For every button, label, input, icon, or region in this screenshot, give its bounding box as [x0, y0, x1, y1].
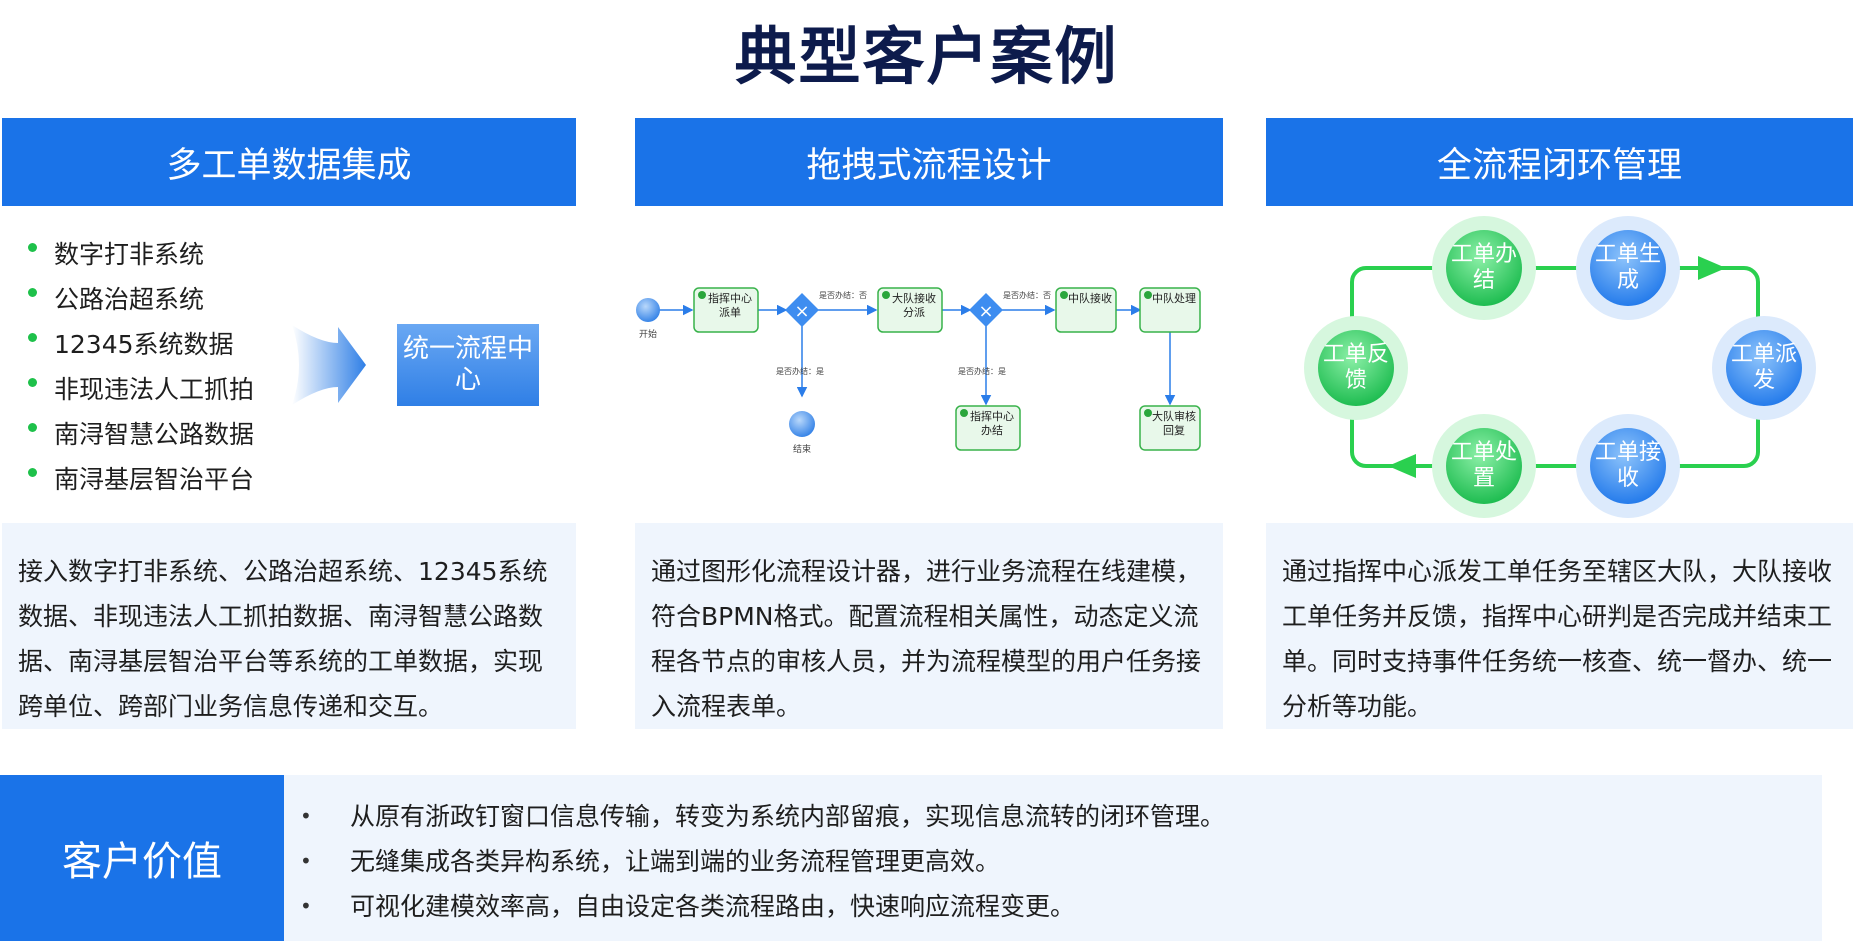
- cycle-node-processed: 工单处置: [1432, 414, 1536, 518]
- list-item: 可视化建模效率高，自由设定各类流程路由，快速响应流程变更。: [300, 884, 1225, 929]
- list-item: 从原有浙政钉窗口信息传输，转变为系统内部留痕，实现信息流转的闭环管理。: [300, 794, 1225, 839]
- arrow-right-icon: [292, 325, 366, 405]
- header-closed-loop: 全流程闭环管理: [1266, 118, 1853, 206]
- task-squad-handle: 中队处理: [1139, 287, 1201, 333]
- edge-label: 是否办结：否: [1003, 290, 1051, 300]
- cycle-node-received: 工单接收: [1576, 414, 1680, 518]
- start-label: 开始: [639, 328, 657, 340]
- task-brigade-receive: 大队接收分派: [877, 287, 943, 333]
- svg-text:×: ×: [794, 301, 809, 322]
- arrow-left-icon: [1388, 454, 1416, 478]
- bpmn-flow-diagram: 开始 结束 × × 指挥中心派单 大队接收分派 中队接收 中队处理 大队审核回复…: [636, 287, 1201, 455]
- list-item: 非现违法人工抓拍: [26, 367, 254, 412]
- task-label: 指挥中心办结: [970, 410, 1014, 437]
- list-item: 数字打非系统: [26, 232, 254, 277]
- list-item: 12345系统数据: [26, 322, 254, 367]
- edge-label: 是否办结：否: [819, 290, 867, 300]
- cycle-node-generated: 工单生成: [1576, 216, 1680, 320]
- cycle-node-handled: 工单办结: [1432, 216, 1536, 320]
- list-item: 南浔基层智治平台: [26, 457, 254, 502]
- task-center-dispatch: 指挥中心派单: [693, 287, 759, 333]
- list-item: 南浔智慧公路数据: [26, 412, 254, 457]
- closed-loop-cycle-diagram: 工单办结 工单生成 工单派发 工单接收 工单处置 工单反馈: [1304, 216, 1816, 518]
- arrow-right-icon: [1698, 256, 1726, 280]
- task-center-close: 指挥中心办结: [955, 405, 1021, 451]
- list-item: 公路治超系统: [26, 277, 254, 322]
- list-item: 无缝集成各类异构系统，让端到端的业务流程管理更高效。: [300, 839, 1225, 884]
- customer-value-list: 从原有浙政钉窗口信息传输，转变为系统内部留痕，实现信息流转的闭环管理。 无缝集成…: [300, 794, 1225, 929]
- task-label: 大队接收分派: [892, 292, 936, 319]
- page-title: 典型客户案例: [734, 20, 1119, 93]
- cycle-loop: [1350, 266, 1760, 468]
- start-event: [636, 298, 660, 322]
- task-label: 中队接收: [1068, 292, 1112, 305]
- task-label: 大队审核回复: [1152, 410, 1196, 437]
- cycle-node-feedback: 工单反馈: [1304, 316, 1408, 420]
- edge-label: 是否办结：是: [776, 366, 824, 376]
- description-flow-design: 通过图形化流程设计器，进行业务流程在线建模，符合BPMN格式。配置流程相关属性，…: [635, 523, 1223, 729]
- svg-text:×: ×: [978, 301, 993, 322]
- gateway-1: ×: [785, 293, 819, 327]
- task-label: 指挥中心派单: [708, 292, 752, 319]
- task-brigade-audit: 大队审核回复: [1139, 405, 1201, 451]
- end-event: [789, 411, 815, 437]
- header-data-integration: 多工单数据集成: [2, 118, 576, 206]
- description-closed-loop: 通过指挥中心派发工单任务至辖区大队，大队接收工单任务并反馈，指挥中心研判是否完成…: [1266, 523, 1853, 729]
- task-label: 中队处理: [1152, 292, 1196, 305]
- source-systems-list: 数字打非系统 公路治超系统 12345系统数据 非现违法人工抓拍 南浔智慧公路数…: [26, 232, 254, 502]
- customer-value-label: 客户价值: [0, 775, 284, 941]
- gateway-2: ×: [969, 293, 1003, 327]
- unified-flow-center: 统一流程中心: [397, 324, 539, 406]
- description-data-integration: 接入数字打非系统、公路治超系统、12345系统数据、非现违法人工抓拍数据、南浔智…: [2, 523, 576, 729]
- cycle-node-dispatched: 工单派发: [1712, 316, 1816, 420]
- end-label: 结束: [793, 443, 811, 455]
- edge-label: 是否办结：是: [958, 366, 1006, 376]
- header-drag-flow-design: 拖拽式流程设计: [635, 118, 1223, 206]
- task-squad-receive: 中队接收: [1055, 287, 1117, 333]
